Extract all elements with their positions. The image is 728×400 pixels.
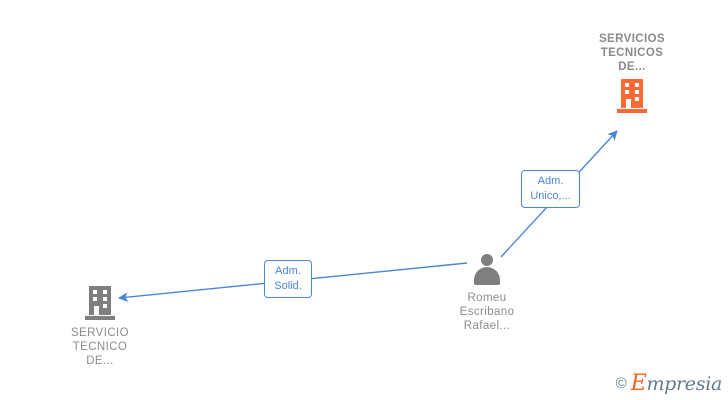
building-icon[interactable] bbox=[617, 79, 647, 113]
brand-initial: E bbox=[630, 371, 647, 396]
brand-name: Empresia bbox=[630, 371, 723, 396]
building-window bbox=[93, 290, 97, 294]
person-icon[interactable] bbox=[471, 254, 503, 285]
building-window bbox=[103, 290, 107, 294]
building-base bbox=[617, 109, 647, 113]
building-window bbox=[103, 297, 107, 301]
building-door bbox=[94, 306, 99, 315]
node-company-left[interactable]: SERVICIO TECNICO DE... bbox=[40, 286, 160, 368]
edge-label-adm-solid[interactable]: Adm. Solid. bbox=[264, 260, 312, 298]
building-window bbox=[103, 304, 107, 308]
node-company-top[interactable]: SERVICIOS TECNICOS DE... bbox=[572, 32, 692, 113]
person-torso bbox=[474, 267, 500, 285]
building-window bbox=[93, 297, 97, 301]
edge-label-adm-unico[interactable]: Adm. Unico,... bbox=[521, 170, 580, 208]
building-icon[interactable] bbox=[85, 286, 115, 320]
building-window bbox=[635, 83, 639, 87]
building-window bbox=[625, 83, 629, 87]
node-company-left-label: SERVICIO TECNICO DE... bbox=[71, 327, 129, 367]
building-door bbox=[626, 99, 631, 108]
building-window bbox=[635, 97, 639, 101]
copyright-icon: © bbox=[615, 375, 627, 392]
brand-rest: mpresia bbox=[646, 373, 722, 395]
building-window bbox=[635, 90, 639, 94]
node-person-center-label: Romeu Escribano Rafael... bbox=[459, 292, 515, 332]
node-person-center[interactable]: Romeu Escribano Rafael... bbox=[427, 254, 547, 333]
building-base bbox=[85, 316, 115, 320]
node-company-top-label: SERVICIOS TECNICOS DE... bbox=[598, 33, 666, 73]
person-head bbox=[481, 254, 493, 266]
building-window bbox=[625, 90, 629, 94]
watermark: © Empresia bbox=[615, 371, 723, 396]
